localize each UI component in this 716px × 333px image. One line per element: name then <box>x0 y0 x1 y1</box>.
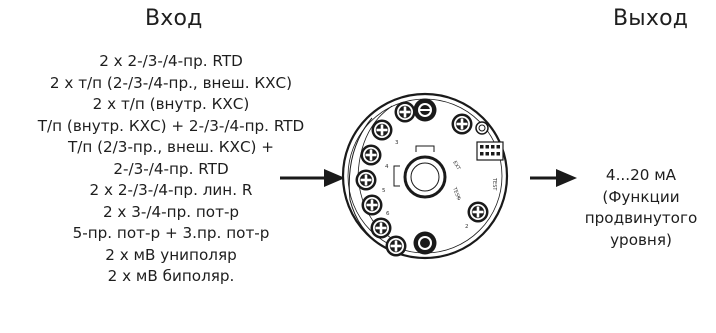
ext-label: EXT <box>451 160 461 172</box>
output-item: уровня) <box>610 230 672 249</box>
input-item: 2-/3-/4-пр. RTD <box>113 159 229 178</box>
output-item: 4...20 мА <box>605 166 677 184</box>
center-hole-icon <box>403 155 447 199</box>
terminal-screw-icon <box>355 169 377 191</box>
terminal-screw-icon <box>451 113 473 135</box>
terminal-label: 3 <box>395 140 399 146</box>
input-item: 2 x мВ униполяр <box>105 245 237 264</box>
terminal-screw-icon <box>394 101 416 123</box>
bracket-icon <box>393 145 435 187</box>
input-item: 2 x 3-/4-пр. пот-р <box>102 202 240 221</box>
terminal-screw-icon <box>371 119 393 141</box>
terminal-screw-icon <box>361 194 383 216</box>
input-item: 2 x т/п (2-/3-/4-пр., внеш. КХС) <box>49 73 293 92</box>
ring-icon <box>475 121 489 135</box>
terminal-label: 5 <box>382 188 386 194</box>
output-arrow <box>530 169 577 187</box>
test-label-inner: TEST <box>451 186 462 202</box>
terminal-label: 4 <box>385 164 389 170</box>
output-item: продвинутого <box>584 209 698 227</box>
input-item: 2 x т/п (внутр. КХС) <box>92 95 250 113</box>
input-item: 2 x 2-/3-/4-пр. RTD <box>99 52 243 70</box>
terminal-label: 1 <box>457 196 461 202</box>
terminal-label: 2 <box>465 224 469 230</box>
output-title: Выход <box>613 6 689 31</box>
terminal-label: 6 <box>386 211 390 217</box>
output-item: (Функции <box>602 187 680 206</box>
input-item: 2 x 2-/3-/4-пр. лин. R <box>89 181 253 199</box>
mounting-screw-icon <box>413 98 437 122</box>
input-title: Вход <box>145 6 203 31</box>
connector-icon <box>476 141 504 161</box>
input-item: Т/п (2/3-пр., внеш. КХС) + <box>67 138 275 156</box>
terminal-screw-icon <box>385 235 407 257</box>
input-item: 5-пр. пот-р + 3.пр. пот-р <box>72 224 270 242</box>
output-list: 4...20 мА (Функции продвинутого уровня) <box>568 165 714 251</box>
mounting-screw-icon <box>413 231 437 255</box>
input-arrow <box>280 169 345 187</box>
input-item: Т/п (внутр. КХС) + 2-/3-/4-пр. RTD <box>37 116 305 135</box>
input-item: 2 x мВ биполяр. <box>107 267 235 285</box>
test-label: TEST <box>491 177 497 191</box>
input-list: 2 x 2-/3-/4-пр. RTD 2 x т/п (2-/3-/4-пр.… <box>0 51 342 288</box>
terminal-screw-icon <box>370 217 392 239</box>
terminal-screw-icon <box>360 144 382 166</box>
terminal-screw-icon <box>467 201 489 223</box>
